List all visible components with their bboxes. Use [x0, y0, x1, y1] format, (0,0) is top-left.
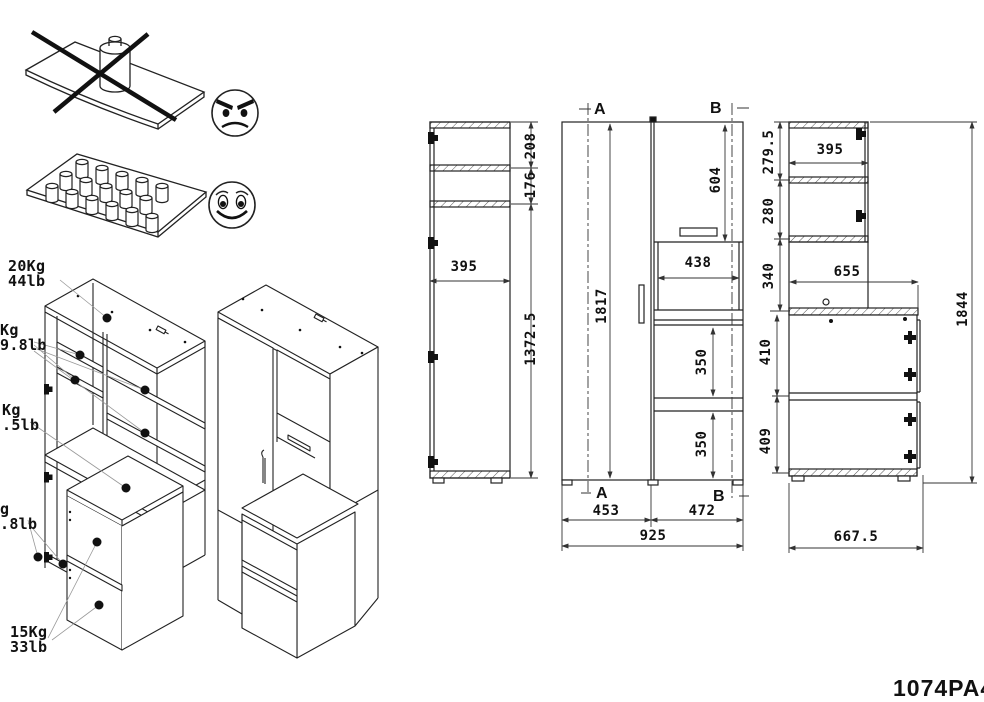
dim-base-depth: 667.5	[833, 529, 879, 545]
no-concentrated-load-pictogram	[24, 30, 206, 130]
dim-drawer-bottom: 409	[758, 427, 774, 455]
dim-side-total-height: 1844	[955, 291, 971, 327]
hinge-marks	[428, 132, 438, 468]
section-b-label-top: B	[710, 100, 722, 117]
front-elevation-view	[561, 103, 749, 551]
dim-shelf-bottom: 350	[694, 430, 710, 458]
section-a-label-bottom: A	[596, 485, 608, 502]
distributed-load-pictogram	[25, 153, 208, 238]
dim-total-height: 1817	[594, 288, 610, 324]
cross-out-icon	[30, 30, 178, 122]
assembled-cabinet-isometric	[217, 284, 379, 659]
load-point-dots	[33, 313, 150, 610]
dim-door-height: 604	[708, 166, 724, 194]
dim-left-width: 453	[592, 503, 620, 519]
dim-left-second: 176	[523, 171, 539, 199]
weight-label-mid-shelf: Kg.5lb	[2, 401, 40, 434]
section-b-label-bottom: B	[713, 488, 725, 505]
dim-drawer-top: 410	[758, 338, 774, 366]
section-a-label-top: A	[594, 101, 606, 118]
dim-depth-counter: 655	[833, 264, 861, 280]
dim-depth-top: 395	[816, 142, 844, 158]
dim-right-width: 472	[688, 503, 716, 519]
dim-left-lower: 1372.5	[523, 312, 539, 366]
section-a-view	[428, 121, 538, 484]
hinge-marks	[856, 128, 866, 222]
dim-niche-width: 438	[684, 255, 712, 271]
drawer-slide-marks	[904, 331, 916, 463]
open-cabinet-isometric	[44, 278, 206, 651]
section-lines	[587, 103, 733, 498]
dim-left-width: 395	[450, 259, 478, 275]
weight-label-lower-shelf: g.8lb	[0, 500, 38, 533]
section-b-view	[770, 121, 977, 553]
angry-face-icon	[211, 89, 259, 137]
happy-face-icon	[208, 181, 256, 229]
isometric-cabinet-drawings	[27, 278, 379, 659]
weight-leader-lines	[27, 279, 146, 641]
dim-shelf-top: 350	[694, 348, 710, 376]
part-number: 1074PA4	[893, 675, 984, 701]
dim-total-width: 925	[639, 528, 667, 544]
